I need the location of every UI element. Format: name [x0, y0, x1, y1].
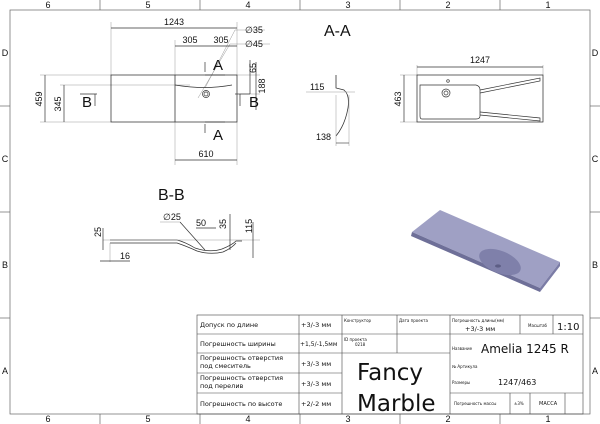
- tol-value: +3/-3 мм: [301, 321, 331, 329]
- bb-dim-bowl-depth: 35: [218, 219, 228, 229]
- grid-row: D: [2, 48, 9, 58]
- section-bb: B-B ∅25 50 35 115 25 16: [93, 187, 260, 262]
- dim-bowl-width: 610: [198, 149, 213, 159]
- grid-row: C: [2, 154, 9, 164]
- brand-line2: Marble: [357, 391, 436, 417]
- section-mark-a-bottom: A: [213, 127, 223, 144]
- date-label: Дата проекта: [399, 318, 428, 323]
- mass-label: МАССА: [539, 401, 558, 407]
- dim-hole-large: ∅45: [245, 39, 263, 49]
- grid-col: 5: [145, 0, 150, 10]
- tol-label: Погрешность отверстия под смеситель: [200, 354, 284, 370]
- grid-col: 4: [245, 414, 250, 424]
- title-block: Допуск по длине +3/-3 мм Погрешность шир…: [200, 318, 579, 417]
- grid-row: A: [2, 366, 8, 376]
- dim-length: 1243: [164, 17, 184, 27]
- project-id: 0218: [355, 342, 366, 347]
- dim-depth: 459: [34, 91, 44, 106]
- size: 1247/463: [498, 378, 536, 387]
- tol-value: +2/-2 мм: [301, 400, 331, 408]
- title-block-grid: [196, 314, 584, 415]
- scale-label: Масштаб: [528, 323, 548, 328]
- name-label: Название: [452, 346, 473, 351]
- grid-col: 3: [345, 0, 350, 10]
- bb-dim-drain-pos: 50: [196, 218, 206, 228]
- tol-label: Погрешность ширины: [200, 340, 276, 348]
- tol-label: Допуск по длине: [200, 321, 258, 329]
- grid-col: 1: [545, 0, 550, 10]
- scale: 1:10: [557, 322, 579, 333]
- dim-drain-offset: 188: [257, 78, 267, 93]
- grid-col: 4: [245, 0, 250, 10]
- section-mark-a-top: A: [213, 57, 223, 74]
- dim-half-right: 305: [213, 35, 228, 45]
- grid-col: 2: [445, 414, 450, 424]
- size-label: Размеры: [452, 380, 470, 385]
- top-view: 1243 305 305 ∅35 ∅45 610 459 345 65 188 …: [34, 17, 270, 165]
- tol-value: +1,5/-1,5мм: [300, 341, 337, 348]
- grid-col: 6: [45, 0, 50, 10]
- bb-dim-drain: ∅25: [163, 212, 181, 222]
- aa-dim-height: 115: [310, 82, 324, 92]
- dim-half-left: 305: [182, 35, 197, 45]
- grid-col: 5: [145, 414, 150, 424]
- tol-label: Погрешность отверстия под перелив: [200, 374, 284, 390]
- sink-3d-render: [411, 210, 560, 292]
- dim-hole-small: ∅35: [245, 25, 263, 35]
- grid-col: 6: [45, 414, 50, 424]
- section-mark-b-left: B: [82, 94, 92, 111]
- grid-col: 3: [345, 414, 350, 424]
- length-tol-label: Погрешность длины(мм): [452, 318, 505, 323]
- length-tol-value: +3/-3 мм: [465, 325, 495, 333]
- tol-label: Погрешность по высоте: [200, 400, 282, 408]
- mass-tol: ±3%: [514, 401, 524, 406]
- bb-dim-thickness: 25: [93, 227, 103, 237]
- bb-dim-edge: 16: [120, 251, 130, 261]
- bb-dim-total-height: 115: [244, 219, 254, 233]
- product-name: Amelia 1245 R: [481, 342, 569, 356]
- tol-value: +3/-3 мм: [301, 360, 331, 368]
- section-mark-b-right: B: [249, 94, 259, 111]
- grid-row: B: [2, 260, 8, 270]
- grid-row: A: [592, 366, 598, 376]
- grid-row: B: [592, 260, 598, 270]
- row-markers: D C B A D C B A: [2, 48, 599, 376]
- front-view: 1247 463: [393, 55, 544, 123]
- grid-row: D: [592, 48, 599, 58]
- front-dim-length: 1247: [470, 55, 490, 65]
- article-label: № Артикула: [452, 364, 478, 369]
- grid-col: 1: [545, 414, 550, 424]
- tol-value: +3/-3 мм: [301, 380, 331, 388]
- grid-col: 2: [445, 0, 450, 10]
- brand-line1: Fancy: [357, 360, 423, 386]
- aa-dim-depth: 138: [316, 132, 331, 142]
- front-dim-depth: 463: [393, 91, 403, 106]
- section-aa: A-A 115 138: [306, 23, 355, 146]
- mass-tol-label: Погрешность массы: [454, 401, 496, 406]
- section-aa-title: A-A: [324, 23, 351, 40]
- dim-inner-depth: 345: [53, 96, 63, 111]
- dim-offset: 65: [248, 63, 258, 73]
- section-bb-title: B-B: [158, 187, 185, 204]
- designer-label: Конструктор: [344, 318, 372, 323]
- column-markers-bottom: 6 5 4 3 2 1: [45, 414, 550, 424]
- grid-row: C: [592, 154, 599, 164]
- column-markers-top: 6 5 4 3 2 1: [45, 0, 550, 10]
- project-id-label: ID проекта: [344, 337, 367, 342]
